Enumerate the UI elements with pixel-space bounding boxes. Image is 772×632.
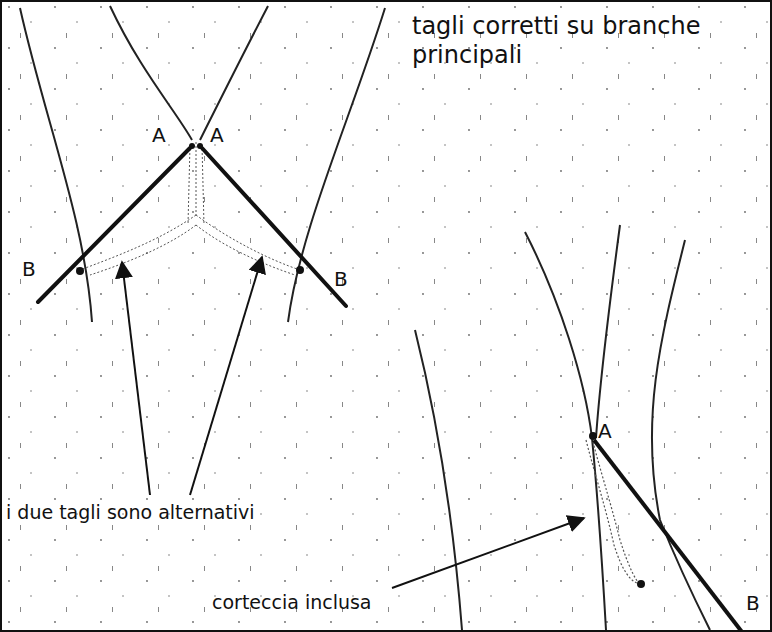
point-letter: B: [334, 268, 348, 291]
point-letter: A: [210, 124, 224, 147]
note-text: i due tagli sono alternativi: [6, 502, 255, 524]
point-letter: A: [152, 124, 166, 147]
diagram-title: tagli corretti su branche principali: [412, 12, 752, 70]
point-letter: B: [22, 258, 36, 281]
point-letter: B: [746, 592, 760, 615]
callout-text: corteccia inclusa: [212, 592, 372, 614]
point-letter: A: [598, 420, 612, 443]
